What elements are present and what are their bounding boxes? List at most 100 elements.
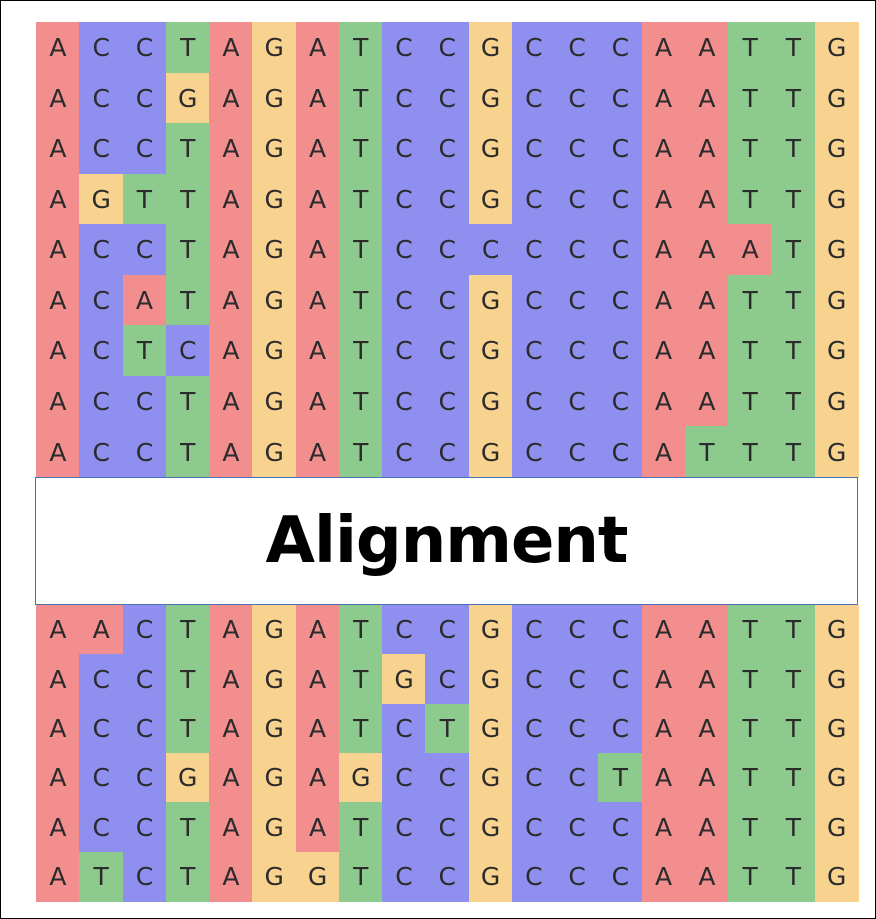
nucleotide-cell: G [252, 325, 297, 377]
nucleotide-cell: G [252, 426, 297, 478]
nucleotide-cell: A [209, 274, 253, 326]
nucleotide-cell: T [338, 173, 383, 225]
nucleotide-cell: A [295, 654, 340, 705]
nucleotide-cell: G [814, 605, 859, 655]
nucleotide-cell: G [468, 851, 513, 902]
nucleotide-cell: C [511, 654, 556, 705]
nucleotide-cell: A [209, 753, 253, 803]
nucleotide-cell: T [165, 123, 210, 175]
nucleotide-cell: C [511, 274, 556, 326]
nucleotide-cell: C [425, 375, 470, 428]
nucleotide-cell: C [79, 375, 124, 428]
nucleotide-cell: A [209, 123, 253, 175]
nucleotide-cell: T [338, 605, 383, 655]
nucleotide-cell: G [468, 426, 513, 478]
nucleotide-cell: C [382, 22, 426, 74]
nucleotide-cell: C [382, 123, 426, 175]
nucleotide-cell: C [425, 123, 470, 175]
nucleotide-cell: A [641, 173, 686, 225]
nucleotide-cell: C [555, 654, 600, 705]
nucleotide-cell: A [36, 22, 80, 74]
nucleotide-cell: T [338, 224, 383, 276]
nucleotide-cell: C [598, 325, 643, 377]
nucleotide-cell: T [165, 426, 210, 478]
nucleotide-cell: C [122, 123, 167, 175]
nucleotide-cell: T [338, 274, 383, 326]
nucleotide-cell: G [165, 72, 210, 124]
nucleotide-cell: C [555, 22, 600, 74]
nucleotide-cell: C [555, 123, 600, 175]
title: Alignment [265, 504, 628, 578]
nucleotide-cell: C [598, 72, 643, 124]
nucleotide-cell: C [511, 753, 556, 803]
nucleotide-cell: C [122, 851, 167, 902]
nucleotide-cell: C [79, 224, 124, 276]
nucleotide-cell: T [771, 426, 816, 478]
nucleotide-cell: C [122, 802, 167, 853]
nucleotide-cell: A [36, 375, 80, 428]
nucleotide-cell: T [338, 851, 383, 902]
nucleotide-cell: C [382, 851, 426, 902]
nucleotide-cell: C [382, 274, 426, 326]
nucleotide-cell: A [122, 274, 167, 326]
nucleotide-cell: C [425, 72, 470, 124]
nucleotide-cell: G [468, 274, 513, 326]
nucleotide-cell: G [468, 22, 513, 74]
nucleotide-cell: A [641, 703, 686, 754]
nucleotide-cell: C [468, 224, 513, 276]
nucleotide-cell: T [165, 851, 210, 902]
nucleotide-cell: A [209, 426, 253, 478]
nucleotide-cell: A [36, 654, 80, 705]
nucleotide-cell: C [555, 753, 600, 803]
nucleotide-cell: A [295, 224, 340, 276]
nucleotide-cell: G [252, 274, 297, 326]
nucleotide-cell: T [165, 802, 210, 853]
nucleotide-cell: C [425, 851, 470, 902]
nucleotide-cell: C [382, 173, 426, 225]
nucleotide-cell: C [79, 753, 124, 803]
nucleotide-cell: G [468, 123, 513, 175]
nucleotide-cell: A [684, 173, 729, 225]
nucleotide-cell: C [598, 22, 643, 74]
nucleotide-cell: A [641, 605, 686, 655]
nucleotide-cell: A [295, 426, 340, 478]
nucleotide-cell: C [382, 802, 426, 853]
nucleotide-cell: G [814, 274, 859, 326]
nucleotide-cell: G [252, 703, 297, 754]
nucleotide-cell: T [728, 605, 773, 655]
nucleotide-cell: A [36, 274, 80, 326]
nucleotide-cell: T [684, 426, 729, 478]
nucleotide-cell: C [511, 72, 556, 124]
nucleotide-cell: C [598, 224, 643, 276]
nucleotide-cell: G [252, 851, 297, 902]
nucleotide-cell: G [468, 753, 513, 803]
nucleotide-cell: C [122, 224, 167, 276]
nucleotide-cell: A [209, 605, 253, 655]
nucleotide-cell: A [36, 325, 80, 377]
nucleotide-cell: A [684, 375, 729, 428]
nucleotide-cell: T [771, 173, 816, 225]
nucleotide-cell: A [684, 654, 729, 705]
nucleotide-cell: C [382, 426, 426, 478]
nucleotide-cell: A [36, 802, 80, 853]
nucleotide-cell: T [338, 22, 383, 74]
nucleotide-cell: A [36, 123, 80, 175]
nucleotide-cell: T [728, 274, 773, 326]
nucleotide-cell: C [598, 851, 643, 902]
nucleotide-cell: G [468, 325, 513, 377]
nucleotide-cell: T [771, 605, 816, 655]
nucleotide-cell: C [511, 375, 556, 428]
nucleotide-cell: T [165, 605, 210, 655]
nucleotide-cell: T [165, 274, 210, 326]
nucleotide-cell: C [425, 753, 470, 803]
nucleotide-cell: T [728, 426, 773, 478]
nucleotide-cell: G [814, 375, 859, 428]
nucleotide-cell: A [641, 851, 686, 902]
nucleotide-cell: C [79, 654, 124, 705]
nucleotide-cell: A [295, 325, 340, 377]
nucleotide-cell: T [728, 802, 773, 853]
nucleotide-cell: C [122, 654, 167, 705]
nucleotide-cell: G [468, 654, 513, 705]
nucleotide-cell: A [684, 851, 729, 902]
